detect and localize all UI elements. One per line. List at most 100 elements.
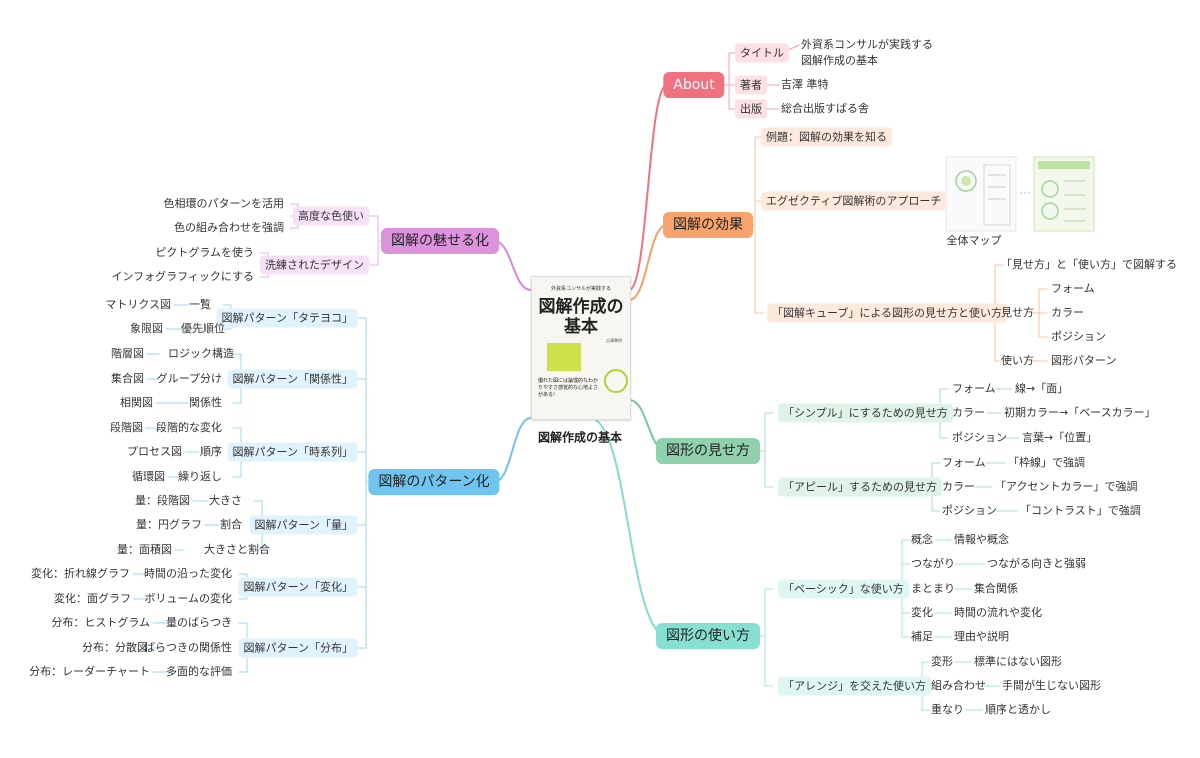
timeline-val-3: 繰り返し [178,470,222,483]
about-author-value: 吉澤 準特 [781,78,829,91]
change-key-2: 変化：面グラフ [54,592,131,605]
timeline-val-1: 段階的な変化 [156,421,222,434]
branch-appearance[interactable]: 図形の見せ方 [656,438,760,464]
simple-key-color: カラー [952,406,985,419]
distribution-key-3: 分布：レーダーチャート [29,665,150,678]
pattern-timeline[interactable]: 図解パターン「時系列」 [227,442,358,462]
appearance-appeal[interactable]: 「アピール」するための見せ方 [778,477,942,497]
tateyoko-key-1: マトリクス図 [105,298,171,311]
basic-key-link: つながり [911,557,955,570]
branch-usage[interactable]: 図形の使い方 [656,623,760,649]
timeline-key-3: 循環図 [132,470,165,483]
attractive-design[interactable]: 洗練されたデザイン [260,255,369,275]
basic-val-group: 集合関係 [974,582,1018,595]
basic-val-concept: 情報や概念 [954,533,1009,546]
attractive-color-item-1: 色相環のパターンを活用 [163,197,284,210]
tateyoko-val-1: 一覧 [189,298,211,311]
overview-map-caption: 全体マップ [946,234,1002,247]
pattern-distribution[interactable]: 図解パターン「分布」 [238,638,358,658]
book-tagline: 優れた図には論理的なわかりやすさ感覚的な心地よさがある! [538,378,599,398]
basic-key-concept: 概念 [911,533,933,546]
about-key-author[interactable]: 著者 [735,75,767,95]
arrange-val-overlap: 順序と透かし [985,703,1051,716]
appeal-val-color: 「アクセントカラー」で強調 [995,480,1138,493]
appeal-val-position: 「コントラスト」で強調 [1020,504,1141,517]
effect-cube[interactable]: 「図解キューブ」による図形の見せ方と使い方 [767,303,1008,323]
book-illustration [604,369,628,393]
simple-key-form: フォーム [952,382,996,395]
basic-val-change: 時間の流れや変化 [954,606,1042,619]
book-author: 吉澤準特 [606,338,622,343]
about-publisher-value: 総合出版すばる舎 [781,102,869,115]
timeline-key-1: 段階図 [110,421,143,434]
cube-use-pattern: 図形パターン [1051,354,1117,367]
cube-show-color: カラー [1051,306,1084,319]
arrange-val-transform: 標準にはない図形 [974,655,1062,668]
change-val-1: 時間の沿った変化 [144,567,232,580]
attractive-design-item-2: インフォグラフィックにする [111,270,254,283]
pattern-quantity[interactable]: 図解パターン「量」 [249,515,358,535]
distribution-val-2: ばらつきの関係性 [144,641,232,654]
change-key-1: 変化：折れ線グラフ [31,567,130,580]
relation-key-2: 集合図 [111,372,144,385]
book-title: 図解作成の基本 [538,297,624,337]
branch-effect[interactable]: 図解の効果 [663,212,753,238]
cube-show-position: ポジション [1051,330,1106,343]
appeal-key-color: カラー [942,480,975,493]
branch-attractive[interactable]: 図解の魅せる化 [381,228,499,254]
basic-key-note: 補足 [911,630,933,643]
quantity-val-2: 割合 [220,518,242,531]
pattern-change[interactable]: 図解パターン「変化」 [238,577,358,597]
cube-use: 使い方 [1001,354,1034,367]
arrange-val-combine: 手間が生じない図形 [1002,679,1101,692]
branch-about[interactable]: About [663,72,725,98]
cube-show-form: フォーム [1051,282,1095,295]
relation-val-3: 関係性 [189,396,222,409]
arrange-key-transform: 変形 [931,655,953,668]
book-badge [547,343,581,371]
overview-map-thumbnail [945,156,1095,232]
connector-pattern [493,417,532,483]
tateyoko-val-2: 優先順位 [181,322,225,335]
effect-executive[interactable]: エグゼクティブ図解術のアプローチ [761,191,947,211]
simple-val-position: 言葉→「位置」 [1022,431,1098,444]
effect-example[interactable]: 例題：図解の効果を知る [761,127,892,147]
quantity-val-1: 大きさ [209,494,242,507]
about-key-publisher[interactable]: 出版 [735,99,767,119]
relation-val-1: ロジック構造 [168,347,234,360]
basic-key-change: 変化 [911,606,933,619]
simple-key-position: ポジション [952,431,1007,444]
pattern-relation[interactable]: 図解パターン「関係性」 [227,369,358,389]
attractive-design-item-1: ピクトグラムを使う [155,246,254,259]
basic-val-note: 理由や説明 [954,630,1009,643]
quantity-val-3: 大きさと割合 [204,543,270,556]
basic-key-group: まとまり [911,582,955,595]
distribution-key-2: 分布：分散図 [82,641,148,654]
tateyoko-key-2: 象限図 [130,322,163,335]
usage-arrange[interactable]: 「アレンジ」を交えた使い方 [778,676,931,696]
timeline-val-2: 順序 [200,445,222,458]
distribution-key-1: 分布：ヒストグラム [51,616,150,629]
timeline-key-2: プロセス図 [127,445,182,458]
simple-val-color: 初期カラー→「ベースカラー」 [1004,406,1156,419]
appearance-simple[interactable]: 「シンプル」にするための見せ方 [778,403,953,423]
book-subtitle: 外資系コンサルが実践する [550,286,611,292]
attractive-color[interactable]: 高度な色使い [293,206,369,226]
arrange-key-combine: 組み合わせ [931,679,986,692]
connector-attractive [493,240,532,291]
change-val-2: ボリュームの変化 [144,592,232,605]
basic-val-link: つながる向きと強弱 [987,557,1086,570]
pattern-tateyoko[interactable]: 図解パターン「タテヨコ」 [216,308,358,328]
relation-key-1: 階層図 [111,347,144,360]
appeal-val-form: 「枠線」で強調 [1008,456,1085,469]
quantity-key-2: 量：円グラフ [136,518,202,531]
cube-show: 見せ方 [1001,306,1034,319]
quantity-key-1: 量：段階図 [135,494,190,507]
branch-pattern[interactable]: 図解のパターン化 [368,469,500,495]
appeal-key-form: フォーム [942,456,986,469]
relation-key-3: 相関図 [120,396,153,409]
simple-val-form: 線→「面」 [1015,382,1069,395]
distribution-val-1: 量のばらつき [166,616,232,629]
about-key-title[interactable]: タイトル [735,43,789,63]
usage-basic[interactable]: 「ベーシック」な使い方 [778,579,909,599]
